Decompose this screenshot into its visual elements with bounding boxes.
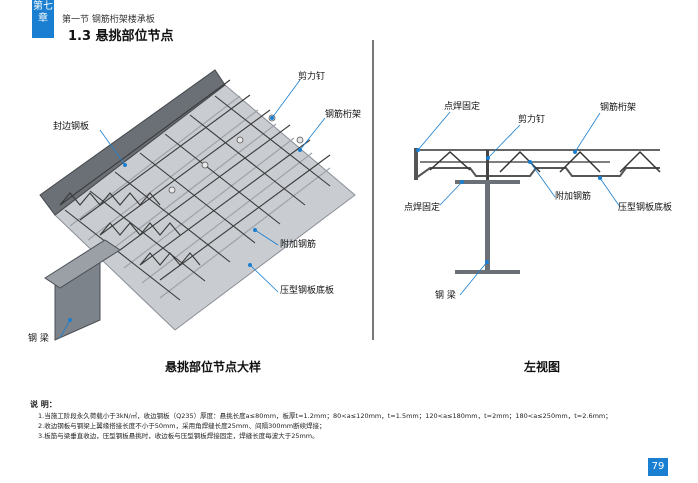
notes-section: 说 明： 1.当施工阶段永久荷载小于3kN/㎡，收边钢板（Q235）厚度：悬挑长… — [30, 400, 680, 441]
notes-title: 说 明： — [30, 400, 57, 409]
callout-deck-right: 压型钢板底板 — [618, 203, 673, 213]
side-view-truss — [420, 149, 661, 173]
side-view-beam-flange-top — [455, 180, 520, 184]
side-view-beam-web — [485, 184, 490, 270]
callout-extra-rebar-left: 附加钢筋 — [280, 240, 317, 250]
chapter-tab: 第七章 — [32, 0, 54, 38]
rebar-truss-grid — [59, 79, 331, 301]
deck-ribs — [69, 95, 331, 299]
callout-spot-weld-bottom: 点焊固定 — [404, 203, 441, 213]
note-item-2: 2.收边钢板与钢梁上翼缘搭接长度不小于50mm，采用角焊缝长度25mm、间隔30… — [38, 422, 326, 430]
callout-beam-left: 钢 梁 — [28, 334, 49, 344]
section-name: 第一节 钢筋桁架楼承板 — [62, 15, 155, 25]
callout-spot-weld-top: 点焊固定 — [444, 102, 481, 112]
steel-beam-flange — [44, 239, 121, 289]
callout-extra-rebar-right: 附加钢筋 — [555, 192, 592, 202]
note-item-1: 1.当施工阶段永久荷载小于3kN/㎡，收边钢板（Q235）厚度：悬挑长度a≤80… — [38, 412, 612, 420]
subsection-title: 1.3 悬挑部位节点 — [68, 29, 174, 44]
callout-edge-plate: 封边钢板 — [53, 122, 90, 132]
figure-divider — [372, 40, 374, 340]
callout-beam-right: 钢 梁 — [435, 291, 456, 301]
caption-left-figure: 悬挑部位节点大样 — [165, 360, 262, 374]
note-item-3: 3.板筋与梁垂直收边，压型钢板悬挑时，收边板与压型钢板焊接固定，焊缝长度每波大于… — [38, 432, 319, 440]
caption-right-figure: 左视图 — [524, 360, 561, 374]
callout-truss-right: 钢筋桁架 — [600, 103, 637, 113]
edge-plate — [39, 69, 226, 216]
side-view-stud — [486, 150, 489, 180]
side-view-edge-plate — [414, 148, 418, 180]
side-view-beam-flange-bottom — [455, 270, 520, 274]
callout-shear-stud-left: 剪力钉 — [298, 72, 326, 82]
callout-truss-left: 钢筋桁架 — [325, 110, 362, 120]
callout-deck-left: 压型钢板底板 — [280, 286, 335, 296]
callout-shear-stud-right: 剪力钉 — [518, 115, 546, 125]
side-view-figure — [414, 148, 661, 274]
page-number: 79 — [648, 458, 668, 476]
